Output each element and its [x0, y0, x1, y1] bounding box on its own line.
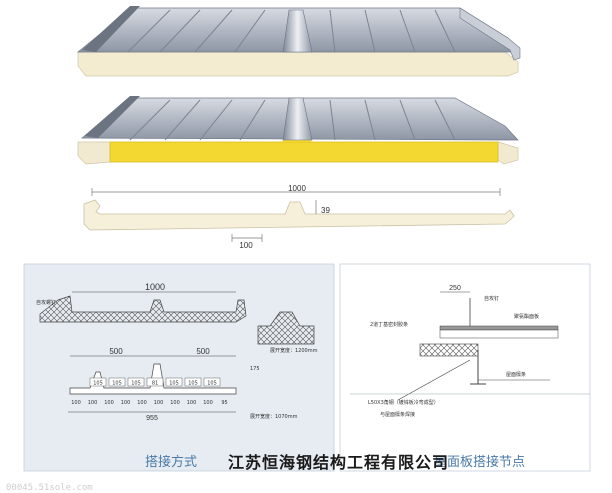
right-label-washer: 2道丁基密封胶条: [370, 321, 408, 328]
profile-rib-height-label: 39: [321, 206, 330, 215]
rib-spacing-label: 105: [131, 381, 141, 387]
top-panel-center-rib: [282, 9, 313, 53]
bottom-spacing-label: 100: [121, 400, 131, 406]
middle-panel-edge: [77, 141, 111, 165]
bottom-spacing-label: 100: [137, 400, 147, 406]
rib-spacing-label: 105: [169, 381, 179, 387]
top-panel-left-rib: [82, 6, 140, 52]
bottom-spacing-label: 100: [187, 400, 197, 406]
left-note-bottom: 展开宽度：1070mm: [250, 413, 298, 420]
rib-spacing-label: 105: [93, 381, 103, 387]
left-overall-label: 1000: [145, 282, 165, 292]
right-dim-label: 250: [449, 285, 461, 292]
rib-spacing-box: [89, 377, 107, 387]
left-width-b: 500: [196, 347, 210, 356]
left-side-label: 175: [250, 366, 260, 372]
right-caption: 屋面板搭接节点: [434, 454, 525, 470]
right-label-panel: 聚氨酯面板: [514, 313, 539, 320]
top-panel-core: [77, 51, 519, 77]
top-panel-3d: [77, 6, 521, 77]
rib-spacing-box: [184, 377, 202, 387]
profile-section: 1000 39 100: [83, 184, 515, 250]
left-note-top: 展开宽度：1200mm: [270, 347, 318, 354]
left-caption: 搭接方式: [145, 454, 197, 470]
rib-spacing-label: 105: [188, 381, 198, 387]
left-total-label: 955: [146, 415, 158, 422]
rib-spacing-box: [165, 377, 183, 387]
left-width-a: 500: [109, 347, 123, 356]
right-label-angle: L50X3角钢（镀锌板冷弯成型）: [368, 399, 439, 406]
middle-panel-core: [109, 141, 499, 163]
right-label-purlin: 屋面檩条: [506, 371, 526, 378]
left-detail-panel: 1000 自攻螺钉 展开宽度：1200mm 500 500 175 105 105…: [23, 263, 335, 472]
rib-spacing-box: [203, 377, 221, 387]
watermark-url: 00045.51sole.com: [6, 483, 93, 493]
bottom-spacing-label: 100: [104, 400, 114, 406]
profile-shape: [83, 199, 515, 231]
watermark-company: 江苏恒海钢结构工程有限公司: [228, 453, 449, 472]
bottom-spacing-label: 100: [170, 400, 180, 406]
bottom-spacing-label: 100: [71, 400, 81, 406]
rib-spacing-box: [108, 377, 126, 387]
rib-spacing-label: 105: [207, 381, 217, 387]
bottom-spacing-label: 100: [203, 400, 213, 406]
right-detail-panel: 250 自攻钉 聚氨酯面板 2道丁基密封胶条 屋面檩条 L50X3角钢（镀锌板冷…: [339, 263, 591, 472]
profile-width-label: 1000: [288, 184, 306, 193]
profile-pitch-label: 100: [239, 241, 253, 250]
rib-spacing-label: 105: [112, 381, 122, 387]
right-label-weld: 与屋面檩条焊接: [380, 411, 415, 418]
bottom-spacing-label: 95: [221, 400, 227, 406]
middle-panel-3d: [77, 96, 519, 165]
rib-spacing-label: 81: [152, 381, 158, 387]
rib-spacing-box: [127, 377, 145, 387]
left-tag-top-left: 自攻螺钉: [36, 299, 56, 306]
bottom-spacing-label: 100: [154, 400, 164, 406]
right-label-screw: 自攻钉: [484, 295, 499, 302]
rib-spacing-box: [146, 377, 164, 387]
bottom-spacing-label: 100: [88, 400, 98, 406]
